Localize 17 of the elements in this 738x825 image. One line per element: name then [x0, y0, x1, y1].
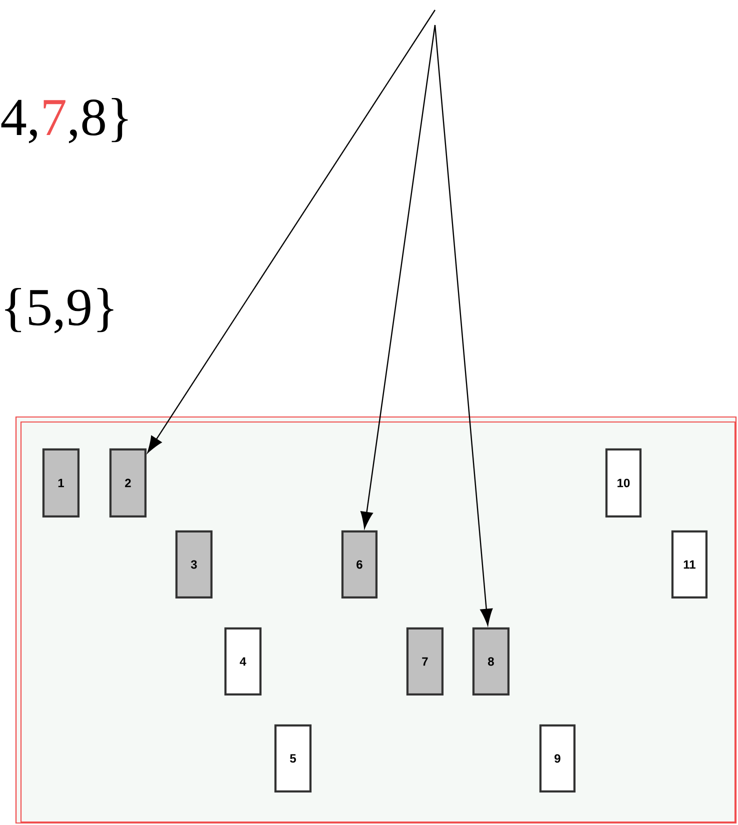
card: 8 — [472, 627, 510, 696]
arrow — [147, 10, 436, 453]
card: 10 — [605, 448, 642, 518]
card: 7 — [406, 627, 444, 696]
arrow — [360, 24, 436, 528]
set-label: 4,7,8} — [1, 98, 128, 144]
card: 1 — [42, 448, 80, 518]
frame — [15, 416, 737, 824]
card: 4 — [224, 627, 262, 696]
card: 11 — [671, 530, 708, 599]
set-label: {5,9} — [5, 288, 114, 334]
arrow — [434, 24, 493, 626]
card: 5 — [274, 724, 312, 793]
card: 9 — [539, 724, 576, 793]
card: 2 — [109, 448, 147, 518]
card: 3 — [175, 530, 213, 599]
card: 6 — [341, 530, 378, 599]
